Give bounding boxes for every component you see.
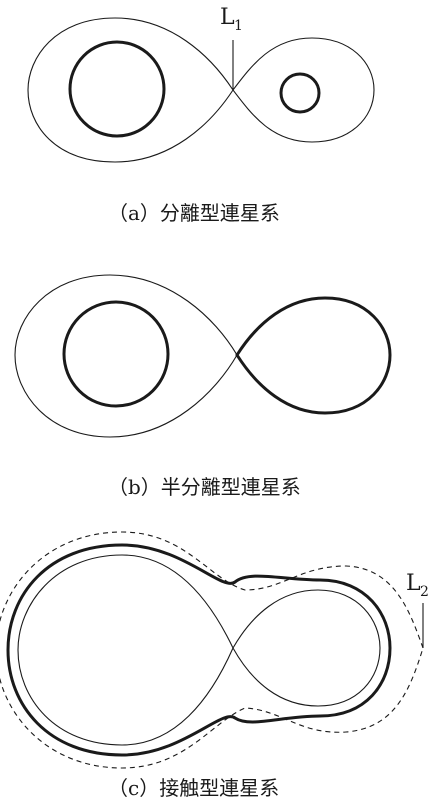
panel-a: L 1 （a）分離型連星系 <box>27 5 375 225</box>
roche-lobe-outline-a <box>27 17 375 163</box>
caption-c: （c）接触型連星系 <box>108 776 279 800</box>
primary-star-b <box>62 300 170 408</box>
lagrange-l2-subscript: 2 <box>420 584 429 600</box>
common-envelope-c <box>6 543 392 757</box>
primary-star-a <box>68 40 166 138</box>
panel-b: （b）半分離型連星系 <box>14 274 392 499</box>
secondary-star-a <box>279 72 321 114</box>
inner-roche-lobe-c <box>17 554 381 746</box>
caption-a: （a）分離型連星系 <box>108 201 280 225</box>
caption-b: （b）半分離型連星系 <box>108 475 301 499</box>
lagrange-l1-label: L <box>220 5 235 30</box>
lagrange-l1-subscript: 1 <box>234 18 243 34</box>
panel-c: L 2 （c）接触型連星系 <box>0 531 429 800</box>
secondary-star-filled-lobe-b <box>235 296 392 415</box>
lagrange-l2-label: L <box>406 571 421 596</box>
roche-lobe-outline-b <box>14 274 238 438</box>
outer-critical-surface-c <box>0 531 424 769</box>
